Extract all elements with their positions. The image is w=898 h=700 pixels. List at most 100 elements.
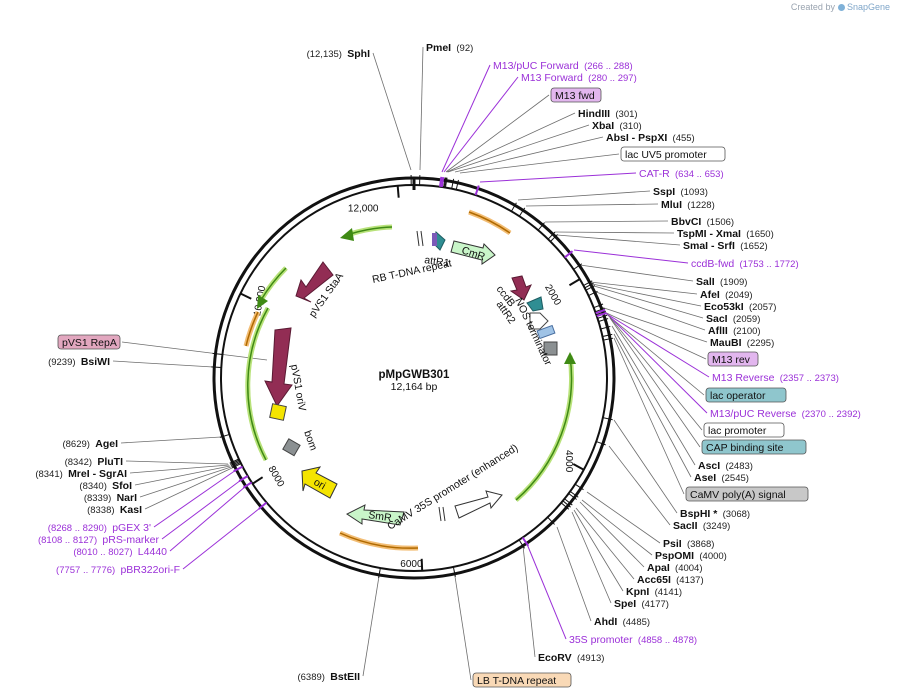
label-absi-pspxi[interactable]: AbsI - PspXI (455)	[606, 132, 695, 144]
label-bsiwi[interactable]: (9239) BsiWI	[48, 356, 110, 368]
leader-pbr322ori-f	[182, 507, 261, 570]
arrowhead-left-1	[257, 295, 268, 309]
label-text: (6389) BstEII	[297, 671, 360, 683]
label-mlui[interactable]: MluI (1228)	[661, 199, 715, 211]
ruler-tick	[240, 292, 252, 300]
label-nari[interactable]: (8339) NarI	[84, 492, 137, 504]
label-sspi[interactable]: SspI (1093)	[653, 186, 708, 198]
site-tick-aflii	[588, 290, 598, 296]
label-position: (8339)	[84, 493, 111, 504]
label-m13-reverse[interactable]: M13 Reverse (2357 .. 2373)	[712, 372, 839, 384]
label-lb-t-dna-repeat[interactable]: LB T-DNA repeat	[472, 672, 572, 688]
label-text: (8268 .. 8290) pGEX 3'	[48, 522, 151, 534]
label-lac-operator[interactable]: lac operator	[705, 387, 787, 403]
label-m13-puc-reverse[interactable]: M13/pUC Reverse (2370 .. 2392)	[710, 408, 861, 420]
label-asei[interactable]: AseI (2545)	[694, 472, 749, 484]
label-sfoi[interactable]: (8340) SfoI	[79, 480, 132, 492]
label-position: (12,135)	[307, 49, 342, 60]
label-aflii[interactable]: AflII (2100)	[708, 325, 761, 337]
leader-afei	[589, 281, 698, 295]
label-agei[interactable]: (8629) AgeI	[62, 438, 118, 450]
label-m13-fwd[interactable]: M13 fwd	[550, 87, 602, 103]
label-asci[interactable]: AscI (2483)	[698, 460, 753, 472]
label-pgex-3[interactable]: (8268 .. 8290) pGEX 3'	[48, 522, 151, 534]
leader-asei	[613, 333, 692, 478]
label-psii[interactable]: PsiI (3868)	[663, 538, 714, 550]
leader-pluti	[125, 460, 229, 465]
label-xbai[interactable]: XbaI (310)	[592, 120, 642, 132]
label-kpni[interactable]: KpnI (4141)	[626, 586, 682, 598]
label-mrei-sgrai[interactable]: (8341) MreI - SgrAI	[35, 468, 127, 480]
label-name: PmeI	[426, 42, 451, 54]
label-pspomi[interactable]: PspOMI (4000)	[655, 550, 727, 562]
label-kasi[interactable]: (8338) KasI	[87, 504, 142, 516]
label-tspmi-xmai[interactable]: TspMI - XmaI (1650)	[677, 228, 774, 240]
label-prs-marker[interactable]: (8108 .. 8127) pRS-marker	[38, 534, 160, 546]
feature-label-camv35s: CaMV 35S promoter (enhanced)	[385, 442, 520, 533]
label-name: BsiWI	[81, 356, 110, 368]
label-eco53ki[interactable]: Eco53kI (2057)	[704, 301, 776, 313]
label-pbr322ori-f[interactable]: (7757 .. 7776) pBR322ori-F	[56, 564, 180, 576]
label-saci[interactable]: SacI (2059)	[706, 313, 760, 325]
label-position: (8340)	[79, 481, 106, 492]
leader-m13-reverse	[601, 310, 710, 378]
label-l4440[interactable]: (8010 .. 8027) L4440	[73, 546, 167, 558]
label-bsphi[interactable]: BspHI * (3068)	[680, 508, 750, 520]
label-pvs1-repa[interactable]: pVS1 RepA	[57, 334, 121, 350]
site-tick-pluti	[229, 458, 240, 464]
label-text: AbsI - PspXI (455)	[606, 132, 695, 144]
label-text: (8108 .. 8127) pRS-marker	[38, 534, 160, 546]
label-cat-r[interactable]: CAT-R (634 .. 653)	[639, 168, 724, 180]
label-name: BbvCI	[671, 216, 701, 228]
label-name: AflII	[708, 325, 728, 337]
label-name: HindIII	[578, 108, 610, 120]
label-pmei[interactable]: PmeI (92)	[426, 42, 473, 54]
label-m13-forward[interactable]: M13 Forward (280 .. 297)	[521, 72, 637, 84]
label-name: AgeI	[95, 438, 118, 450]
label-m13-rev[interactable]: M13 rev	[707, 351, 759, 367]
label-spei[interactable]: SpeI (4177)	[614, 598, 669, 610]
label-ecorv[interactable]: EcoRV (4913)	[538, 652, 604, 664]
leader-m13-rev	[599, 309, 707, 360]
label-camv-poly-a-signal[interactable]: CaMV poly(A) signal	[685, 486, 809, 502]
label-name: M13/pUC Forward	[493, 60, 579, 72]
label-sali[interactable]: SalI (1909)	[696, 276, 747, 288]
label-bsteii[interactable]: (6389) BstEII	[297, 671, 360, 683]
site-ticks	[211, 175, 614, 578]
label-afei[interactable]: AfeI (2049)	[700, 289, 753, 301]
label-lac-uv5-promoter[interactable]: lac UV5 promoter	[620, 146, 726, 162]
label-position: (2059)	[733, 314, 760, 325]
ruler-tick	[568, 278, 581, 287]
label-ahdi[interactable]: AhdI (4485)	[594, 616, 650, 628]
label-name: M13 Forward	[521, 72, 583, 84]
leader-psii	[586, 491, 661, 544]
label-bbvci[interactable]: BbvCI (1506)	[671, 216, 734, 228]
site-tick-nari	[231, 461, 241, 468]
label-hindiii[interactable]: HindIII (301)	[578, 108, 638, 120]
label-position: (3868)	[687, 539, 714, 550]
label-pluti[interactable]: (8342) PluTI	[65, 456, 123, 468]
label-position: (2545)	[721, 473, 748, 484]
label-text: AscI (2483)	[698, 460, 753, 472]
label-box-bg	[685, 486, 809, 502]
label-cap-binding-site[interactable]: CAP binding site	[701, 439, 807, 455]
label-acc65i[interactable]: Acc65I (4137)	[637, 574, 704, 586]
label-name: SacI	[706, 313, 728, 325]
label-m13-puc-forward[interactable]: M13/pUC Forward (266 .. 288)	[493, 60, 633, 72]
label-text: Acc65I (4137)	[637, 574, 704, 586]
label-box-text: M13 rev	[712, 354, 751, 366]
label-ccdb-fwd[interactable]: ccdB-fwd (1753 .. 1772)	[691, 258, 799, 270]
label-position: (4913)	[577, 653, 604, 664]
label-position: (6389)	[297, 672, 324, 683]
label-maubi[interactable]: MauBI (2295)	[710, 337, 774, 349]
label-sacii[interactable]: SacII (3249)	[673, 520, 730, 532]
leader-ccdb-fwd	[573, 249, 689, 264]
leader-35s-promoter	[526, 543, 567, 640]
label-35s-promoter[interactable]: 35S promoter (4858 .. 4878)	[569, 634, 697, 646]
label-lac-promoter[interactable]: lac promoter	[703, 422, 785, 438]
label-apai[interactable]: ApaI (4004)	[647, 562, 703, 574]
label-position: (2295)	[747, 338, 774, 349]
label-smai-srfi[interactable]: SmaI - SrfI (1652)	[683, 240, 768, 252]
label-sphi[interactable]: (12,135) SphI	[307, 48, 371, 60]
leader-bsteii	[362, 569, 381, 677]
